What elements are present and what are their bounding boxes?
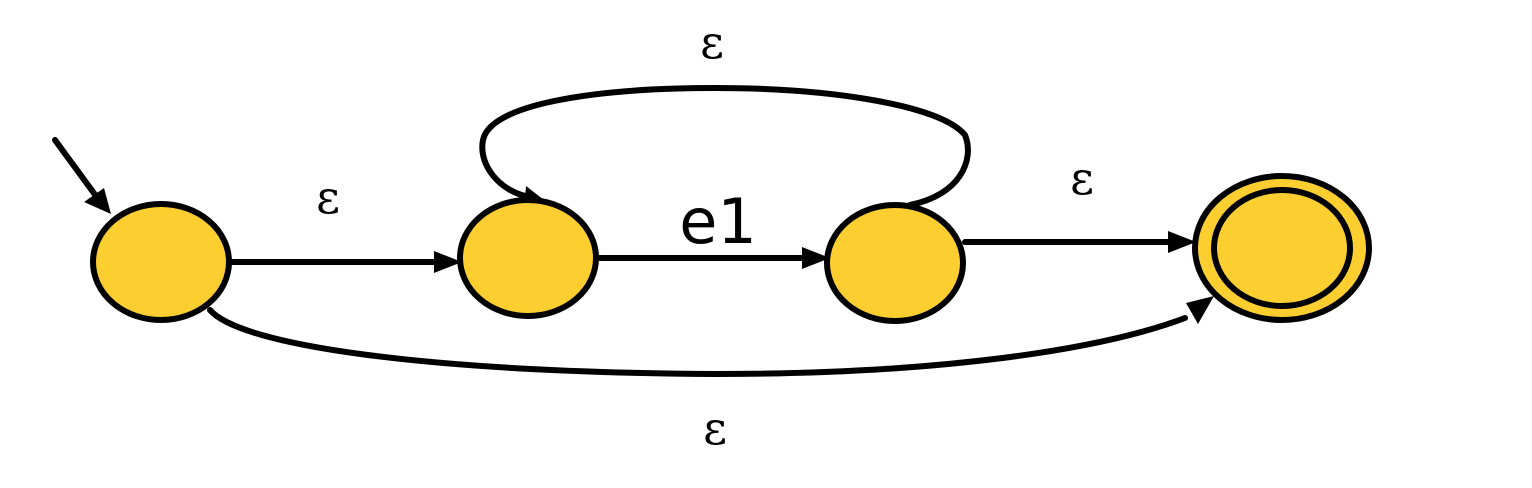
start-arrow-line xyxy=(52,137,99,199)
edge-s0-s3-arrowhead xyxy=(1186,296,1214,324)
state-s1 xyxy=(457,197,599,319)
label-edge-s0-s3: ε xyxy=(703,401,727,455)
state-s2 xyxy=(824,202,966,324)
state-s0 xyxy=(90,201,232,323)
edge-s0-s3-curve xyxy=(207,307,1188,377)
edge-s0-s1-arrowhead xyxy=(434,251,462,273)
label-edge-s2-s3: ε xyxy=(1070,151,1094,205)
label-edge-s0-s1: ε xyxy=(316,170,340,224)
state-s3-inner xyxy=(1211,187,1353,309)
label-edge-s2-s1: ε xyxy=(700,15,724,69)
start-arrowhead xyxy=(84,188,111,214)
edge-s2-s3-arrowhead xyxy=(1168,231,1196,253)
label-edge-s1-s2: e1 xyxy=(679,185,757,258)
edge-s1-s2-arrowhead xyxy=(802,247,830,269)
edge-s2-s1-loop xyxy=(479,85,971,208)
